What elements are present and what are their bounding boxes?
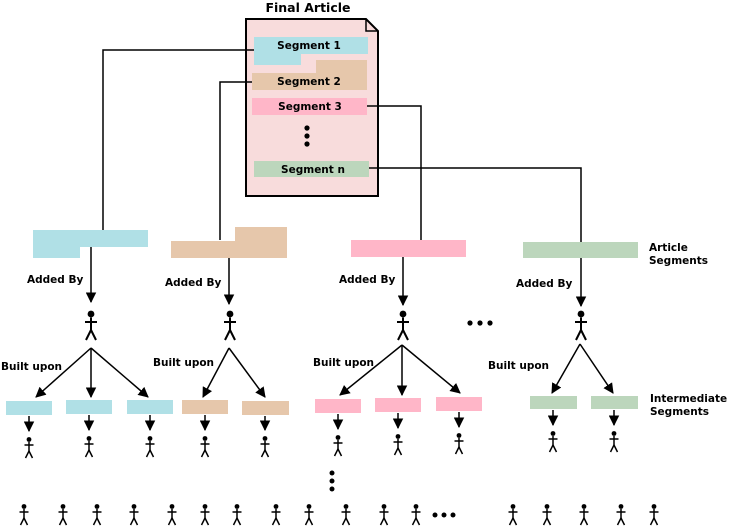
- intermediate-segment-tan: [182, 400, 228, 414]
- built-upon-arrows: [35, 343, 614, 399]
- intermediate-segments-row: Intermediate Segments: [6, 393, 727, 418]
- intermediate-segments-label-line2: Segments: [650, 406, 709, 418]
- segment-connectors: [102, 49, 582, 242]
- horizontal-ellipsis-bottom: [432, 512, 456, 518]
- article-segment-blue-tail: [33, 247, 80, 258]
- intermediate-segment-pink: [315, 399, 361, 413]
- added-by-label-2: Added By: [165, 277, 221, 289]
- bottom-person-icon: [578, 503, 590, 526]
- segment-n-block: [254, 161, 369, 177]
- added-by-label-4: Added By: [516, 278, 572, 290]
- segment-1-label: Segment 1: [277, 40, 341, 52]
- intermediate-segment-blue: [127, 400, 173, 414]
- bottom-person-icon: [648, 503, 660, 526]
- article-segments-label-line2: Segments: [649, 255, 708, 267]
- bottom-person-icon: [507, 503, 519, 526]
- intermediate-segment-pink: [436, 397, 482, 411]
- segment-3-label: Segment 3: [278, 101, 342, 113]
- contributor-person-icon: [223, 309, 237, 341]
- intermediate-segment-blue: [6, 401, 52, 415]
- bottom-person-icon: [18, 503, 30, 526]
- contributor-person-icon: [574, 309, 588, 341]
- intermediate-segment-green: [530, 396, 577, 409]
- sub-contributor-person-icon: [144, 435, 156, 458]
- segment-1-block: [254, 37, 368, 54]
- sub-contributor-person-icon: [259, 435, 271, 458]
- intermediate-down-arrows: [23, 410, 620, 433]
- contributor-person-icon: [396, 309, 410, 341]
- contributor-person-icon: [84, 309, 98, 341]
- segment-2-block: [252, 73, 367, 90]
- sub-contributor-person-icon: [199, 435, 211, 458]
- bottom-person-icon: [340, 503, 352, 526]
- built-upon-label-1: Built upon: [1, 361, 62, 373]
- added-by-arrows: [85, 247, 587, 308]
- intermediate-segments-label-line1: Intermediate: [650, 393, 727, 405]
- final-article-title: Final Article: [265, 0, 350, 15]
- intermediate-segment-tan: [242, 401, 289, 415]
- article-segment-green: [523, 242, 638, 258]
- added-by-label-1: Added By: [27, 274, 83, 286]
- sub-contributor-person-icon: [608, 430, 620, 453]
- bottom-person-icon: [410, 503, 422, 526]
- article-segment-tan: [171, 241, 287, 258]
- article-segments-label-line1: Article: [649, 242, 688, 254]
- bottom-person-icon: [57, 503, 69, 526]
- segment-n-label: Segment n: [281, 164, 345, 176]
- bottom-person-row: [18, 503, 660, 526]
- sub-contributor-person-icon: [453, 432, 465, 455]
- built-upon-label-4: Built upon: [488, 360, 549, 372]
- article-segment-tan-tab: [235, 227, 287, 241]
- bottom-person-icon: [231, 503, 243, 526]
- bottom-person-icon: [378, 503, 390, 526]
- bottom-person-icon: [166, 503, 178, 526]
- article-segments-row: Article Segments: [33, 227, 708, 267]
- bottom-person-icon: [615, 503, 627, 526]
- vertical-ellipsis-lower: [329, 470, 335, 492]
- sub-contributor-person-icon: [332, 434, 344, 457]
- segment-1-tail: [254, 54, 301, 65]
- segment-2-label: Segment 2: [277, 76, 341, 88]
- bottom-person-icon: [199, 503, 211, 526]
- built-upon-label-3: Built upon: [313, 357, 374, 369]
- bottom-person-icon: [91, 503, 103, 526]
- bottom-person-icon: [303, 503, 315, 526]
- intermediate-segment-blue: [66, 400, 112, 414]
- bottom-person-icon: [128, 503, 140, 526]
- sub-contributor-person-icon: [547, 430, 559, 453]
- intermediate-segment-green: [591, 396, 638, 409]
- final-article-document: Final Article Segment 1 Segment 2 Segmen…: [245, 0, 379, 197]
- article-segment-pink: [351, 240, 466, 257]
- sub-contributor-person-icon: [83, 435, 95, 458]
- sub-contributor-person-icon: [392, 433, 404, 456]
- segment-3-block: [252, 98, 367, 115]
- article-segment-blue: [33, 230, 148, 247]
- bottom-person-icon: [270, 503, 282, 526]
- built-upon-label-2: Built upon: [153, 357, 214, 369]
- added-by-label-3: Added By: [339, 274, 395, 286]
- bottom-person-icon: [541, 503, 553, 526]
- horizontal-ellipsis-middle: [467, 320, 493, 326]
- vertical-ellipsis: [304, 125, 310, 147]
- segment-2-tab: [316, 60, 367, 73]
- intermediate-segment-pink: [375, 398, 421, 412]
- sub-contributor-person-icon: [23, 436, 35, 459]
